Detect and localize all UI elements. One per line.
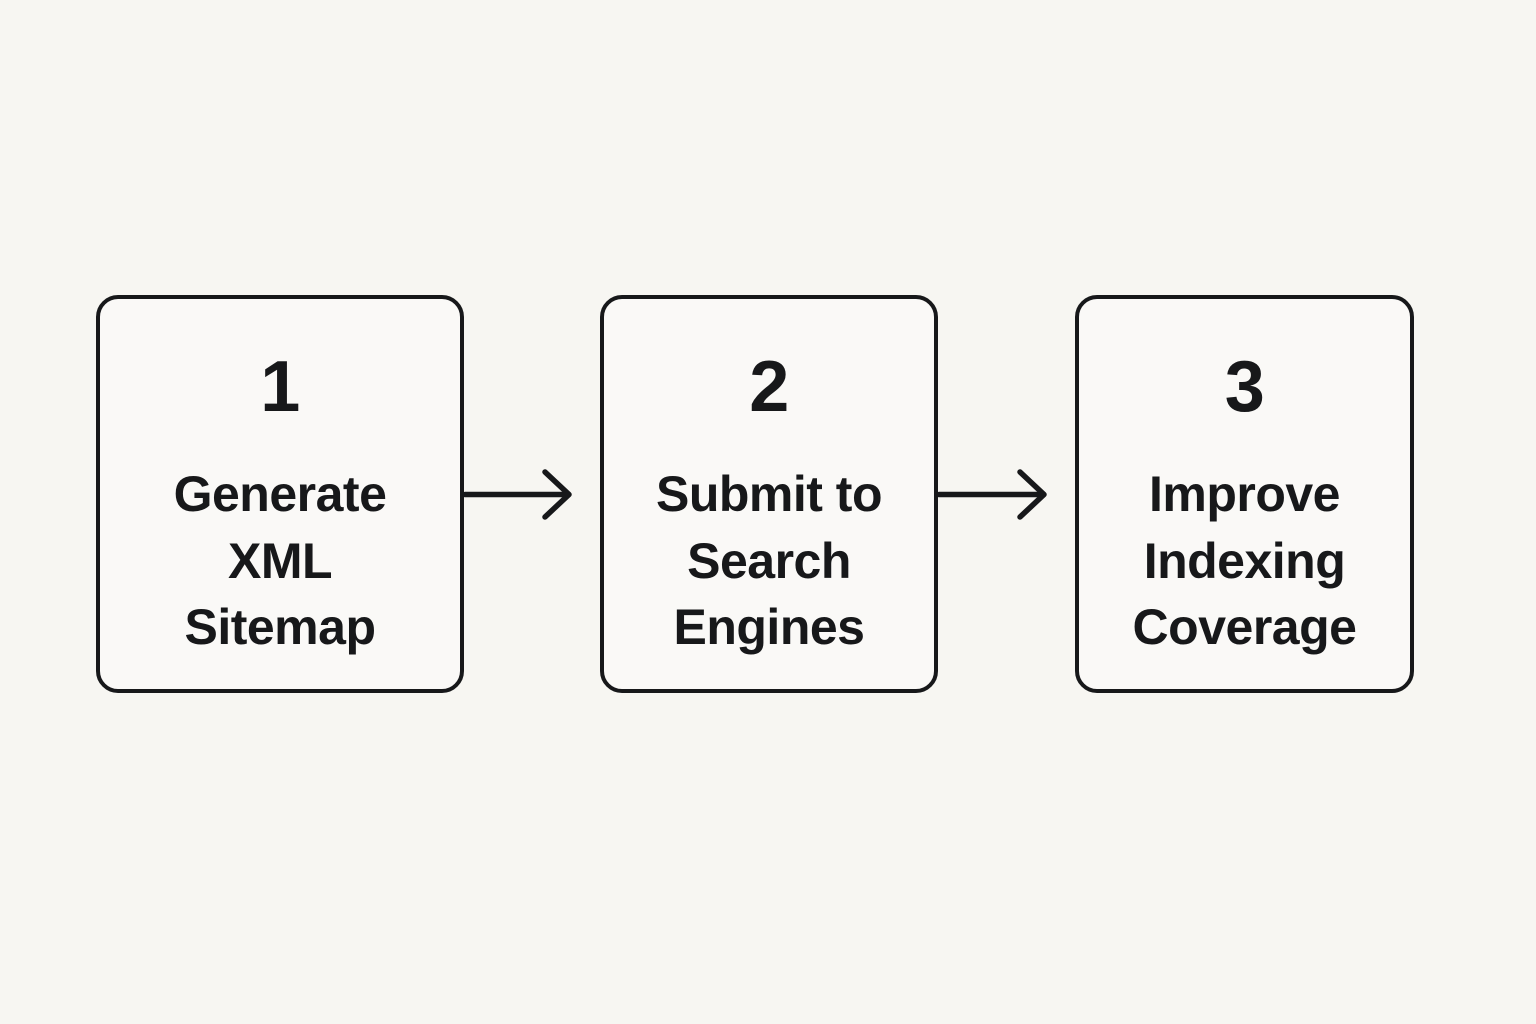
arrow-right-icon — [462, 469, 572, 520]
process-step-1[interactable]: 1 Generate XML Sitemap — [96, 295, 464, 693]
step-label-2: Submit to Search Engines — [655, 466, 883, 655]
step-number-2: 2 — [749, 347, 789, 427]
arrow-right-icon — [936, 469, 1047, 520]
step-label-1: Generate XML Sitemap — [173, 466, 387, 655]
process-step-2[interactable]: 2 Submit to Search Engines — [600, 295, 938, 693]
step-number-1: 1 — [260, 347, 300, 427]
connector-arrow-1-to-2 — [462, 455, 604, 535]
process-step-3[interactable]: 3 Improve Indexing Coverage — [1075, 295, 1414, 693]
connector-arrow-2-to-3 — [936, 455, 1079, 535]
step-label-3: Improve Indexing Coverage — [1132, 466, 1357, 655]
step-number-3: 3 — [1224, 347, 1265, 427]
